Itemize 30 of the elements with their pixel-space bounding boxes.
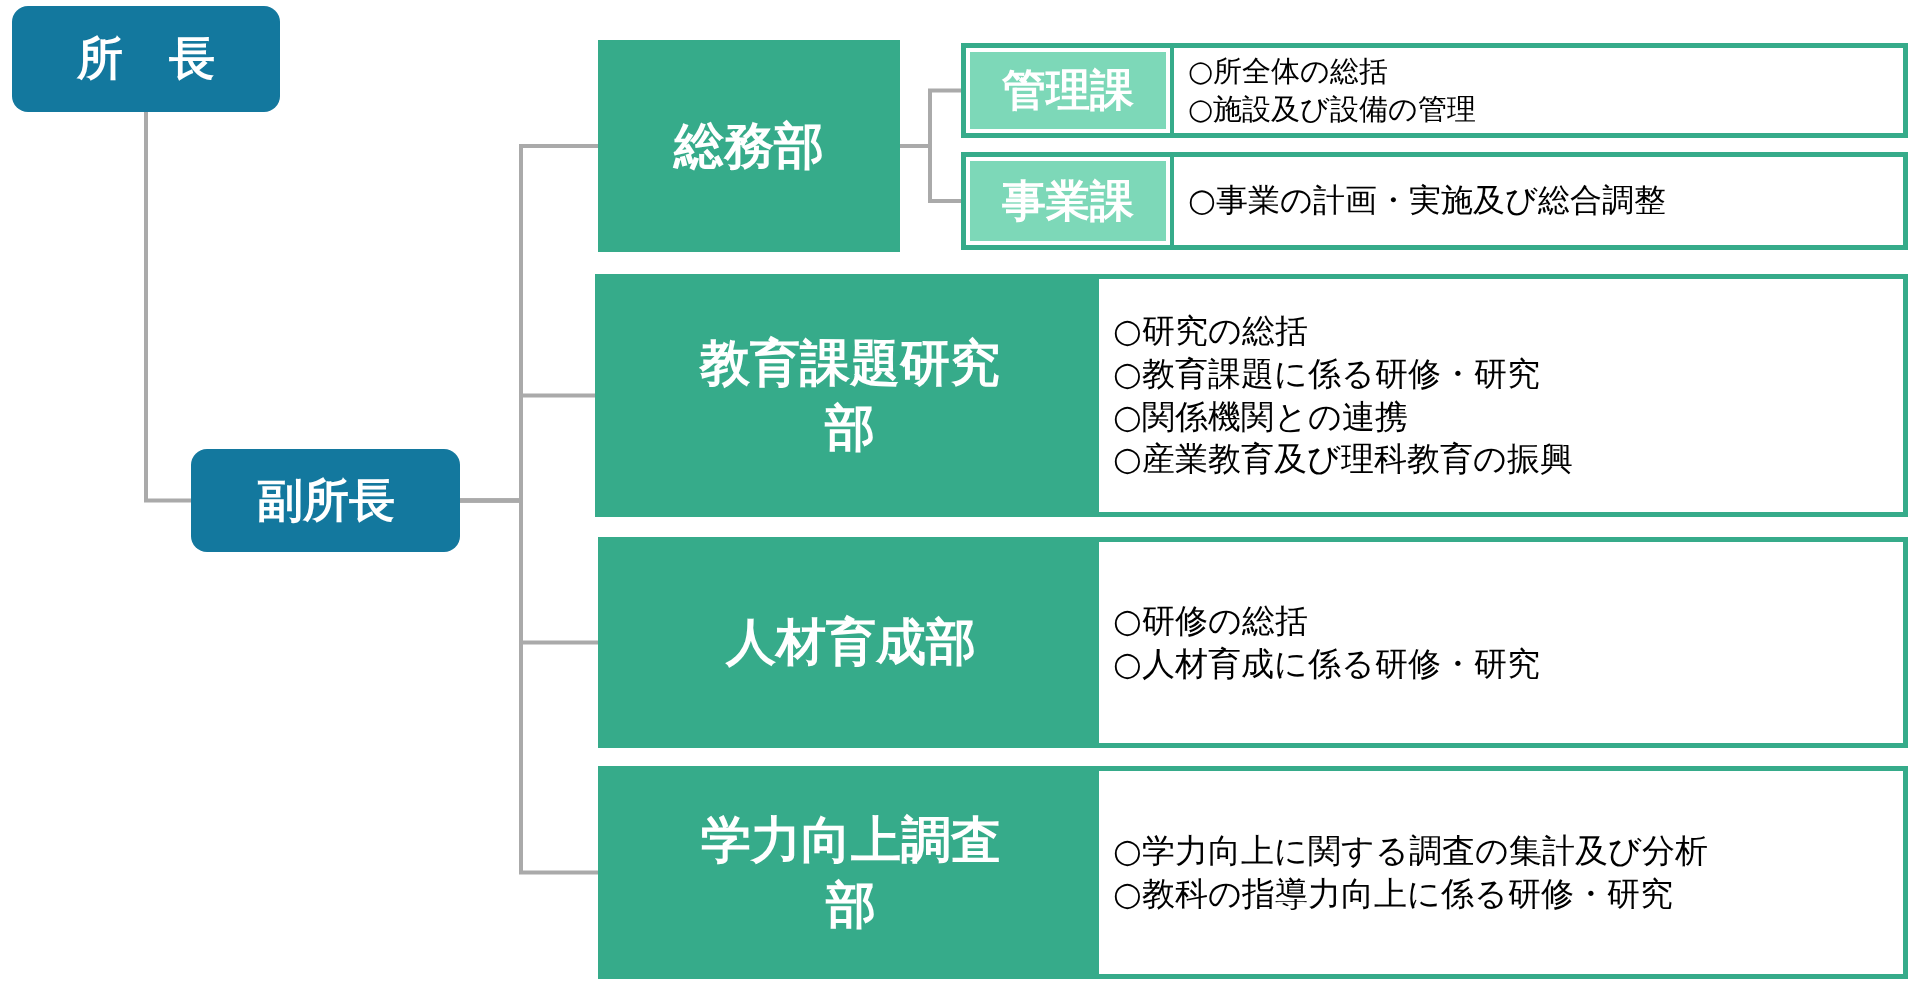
section-card [961,43,1908,138]
duty-text: ○施設及び設備の管理 [1188,90,1477,128]
department-box [598,40,900,252]
duty-text: ○所全体の総括 [1188,52,1390,90]
position-box [191,449,460,552]
duty-text: ○研修の総括 [1113,599,1309,642]
heading-cell: 事業課 [970,161,1166,241]
connector-line [460,498,598,875]
heading-cell: 人材育成部 [603,542,1099,743]
department-card [595,274,1908,517]
duty-text: ○教科の指導力向上に係る研修・研究 [1113,872,1674,915]
duty-text: ○関係機関との連携 [1113,395,1409,438]
connector-line [144,112,191,503]
connector-line [900,144,961,203]
duty-text: ○教育課題に係る研修・研究 [1113,352,1541,395]
duty-text: ○研究の総括 [1113,309,1309,352]
position-box [12,6,280,112]
box-title: 所 長 [77,30,215,87]
duty-text: ○人材育成に係る研修・研究 [1113,642,1540,685]
duty-text: ○事業の計画・実施及び総合調整 [1188,180,1666,222]
department-card [598,537,1908,748]
box-title: 総務部 [674,115,824,177]
heading-cell: 管理課 [970,52,1166,129]
department-card [598,766,1908,979]
heading-cell: 学力向上調査部 [603,771,1099,974]
box-title: 副所長 [256,471,395,529]
duty-text: ○学力向上に関する調査の集計及び分析 [1113,829,1708,872]
duty-text: ○産業教育及び理科教育の振興 [1113,438,1573,481]
section-card [961,152,1908,250]
heading-cell: 教育課題研究部 [600,279,1099,512]
